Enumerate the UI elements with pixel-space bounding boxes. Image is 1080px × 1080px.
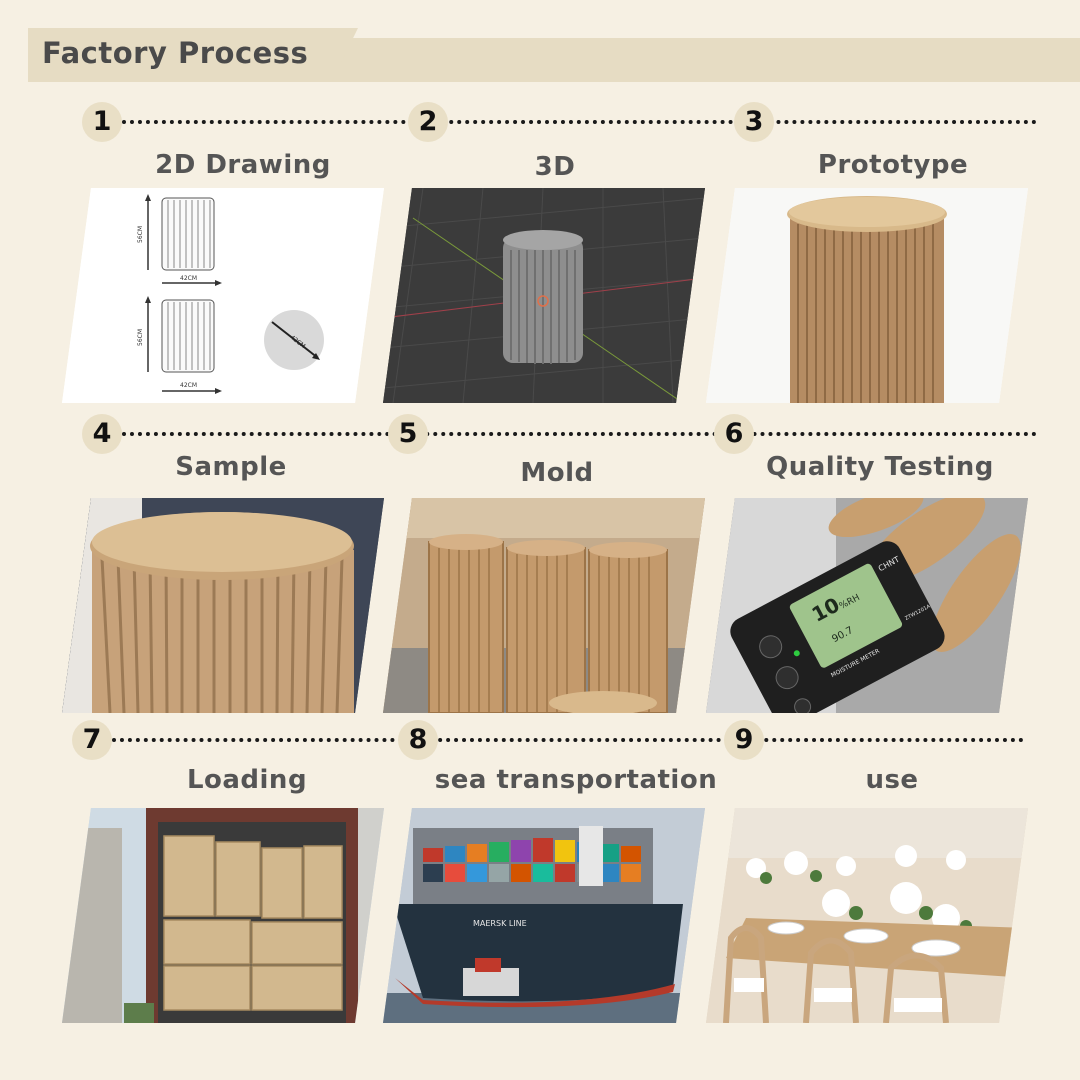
width-dimension-2: 42CM bbox=[180, 382, 197, 389]
ship-hull-text: MAERSK LINE bbox=[473, 919, 527, 928]
step-badge-9: 9 bbox=[724, 720, 764, 760]
render-illustration bbox=[383, 188, 705, 403]
step-connector-row-1 bbox=[122, 120, 1037, 124]
image-quality-testing: 10 %RH 90.7 CHNT ZTW1201A MOISTURE METER bbox=[706, 498, 1028, 713]
image-mold bbox=[383, 498, 705, 713]
step-title-prototype: Prototype bbox=[817, 150, 969, 180]
width-dimension: 42CM bbox=[180, 275, 197, 282]
step-badge-5: 5 bbox=[388, 414, 428, 454]
ship-illustration: MAERSK LINE bbox=[383, 808, 705, 1023]
step-title-quality-testing: Quality Testing bbox=[766, 452, 994, 482]
step-badge-2: 2 bbox=[408, 102, 448, 142]
step-title-sea-transportation: sea transportation bbox=[434, 765, 718, 795]
step-badge-8: 8 bbox=[398, 720, 438, 760]
section-header: Factory Process bbox=[28, 28, 1080, 82]
header-tab bbox=[28, 28, 358, 82]
mold-illustration bbox=[383, 498, 705, 713]
sample-illustration bbox=[62, 498, 384, 713]
image-2d-drawing: 56CM 42CM 56CM 42CM 42CM bbox=[62, 188, 384, 403]
quality-testing-illustration: 10 %RH 90.7 CHNT ZTW1201A MOISTURE METER bbox=[706, 498, 1028, 713]
step-badge-4: 4 bbox=[82, 414, 122, 454]
step-title-3d: 3D bbox=[534, 152, 576, 182]
step-connector-row-3 bbox=[112, 738, 1024, 742]
step-title-sample: Sample bbox=[175, 452, 287, 482]
height-dimension-2: 56CM bbox=[137, 329, 144, 346]
step-badge-3: 3 bbox=[734, 102, 774, 142]
step-title-use: use bbox=[865, 765, 919, 795]
image-sample bbox=[62, 498, 384, 713]
step-connector-row-2 bbox=[122, 432, 1037, 436]
loading-illustration bbox=[62, 808, 384, 1023]
step-badge-6: 6 bbox=[714, 414, 754, 454]
use-illustration bbox=[706, 808, 1028, 1023]
height-dimension: 56CM bbox=[137, 226, 144, 243]
step-title-2d-drawing: 2D Drawing bbox=[155, 150, 331, 180]
image-3d-render bbox=[383, 188, 705, 403]
image-prototype bbox=[706, 188, 1028, 403]
step-badge-1: 1 bbox=[82, 102, 122, 142]
image-use bbox=[706, 808, 1028, 1023]
page-title: Factory Process bbox=[42, 36, 309, 70]
step-badge-7: 7 bbox=[72, 720, 112, 760]
step-title-mold: Mold bbox=[520, 458, 594, 488]
step-title-loading: Loading bbox=[186, 765, 308, 795]
header-band bbox=[328, 38, 1080, 82]
image-loading bbox=[62, 808, 384, 1023]
image-sea-transportation: MAERSK LINE bbox=[383, 808, 705, 1023]
drawing-illustration: 56CM 42CM 56CM 42CM 42CM bbox=[62, 188, 384, 403]
prototype-illustration bbox=[706, 188, 1028, 403]
